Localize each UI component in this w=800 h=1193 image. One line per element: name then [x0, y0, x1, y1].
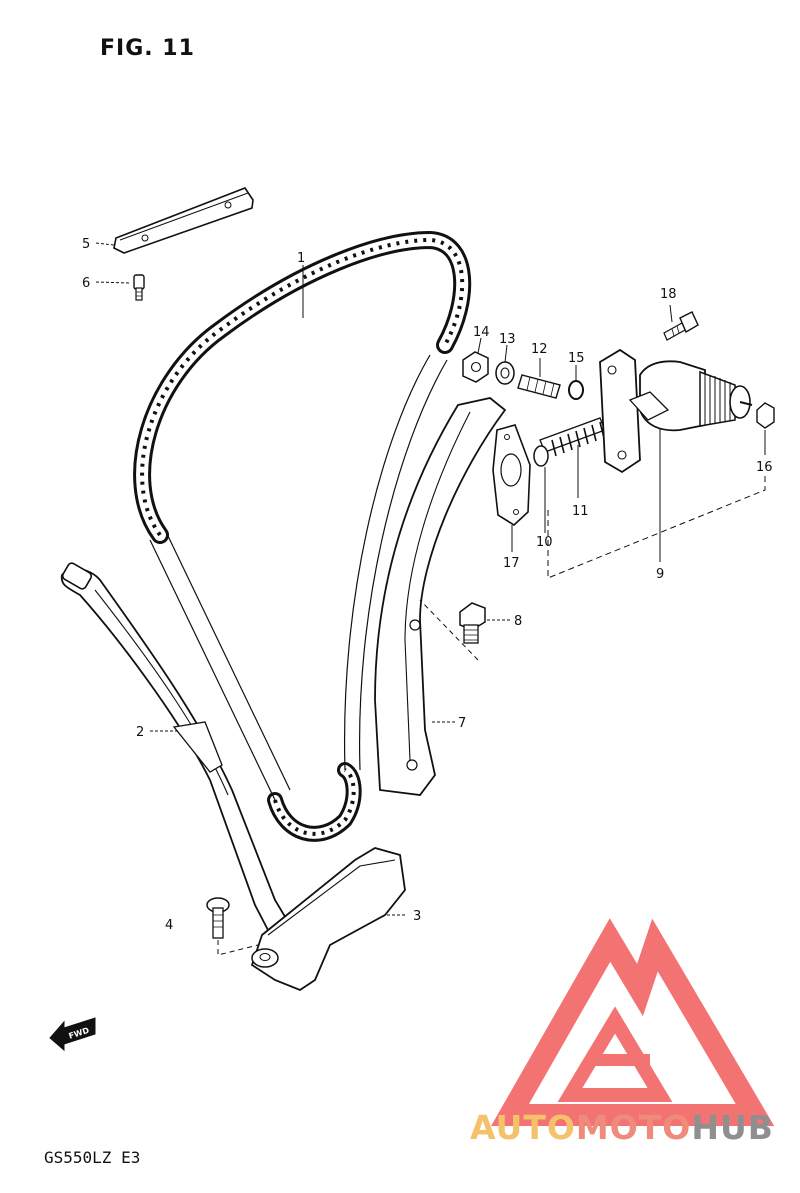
assembly-bracket-line: [547, 475, 766, 579]
figure-title: FIG. 11: [100, 36, 195, 61]
part-label-15: 15: [568, 351, 585, 366]
part-label-17: 17: [503, 556, 520, 571]
wordmark-auto: AUTO: [470, 1108, 576, 1147]
part-label-2: 2: [136, 725, 144, 740]
tensioner-spring: [551, 418, 613, 457]
part-label-6: 6: [82, 276, 90, 291]
forward-direction-arrow: FWD: [49, 1017, 96, 1052]
cam-chain-tensioner: [599, 348, 753, 474]
part-label-8: 8: [514, 614, 522, 629]
wordmark-hub: HUB: [691, 1108, 774, 1147]
leader-lines: [95, 242, 766, 916]
part-label-5: 5: [82, 237, 90, 252]
front-chain-guide: [60, 562, 292, 932]
tensioner-stud: [517, 374, 561, 399]
guide-bolt: [133, 274, 145, 301]
part-label-16: 16: [756, 460, 773, 475]
part-label-11: 11: [572, 504, 589, 519]
automotohub-logo-icon: [491, 918, 775, 1126]
lower-guide-bolt: [206, 897, 259, 956]
tensioner-nut: [462, 351, 489, 383]
part-label-9: 9: [656, 567, 664, 582]
upper-chain-guide: [113, 187, 254, 254]
part-label-18: 18: [660, 287, 677, 302]
part-label-3: 3: [413, 909, 421, 924]
tensioner-guide-bolt: [419, 599, 486, 661]
watermark-wordmark: AUTOMOTOHUB: [470, 1108, 774, 1147]
part-label-12: 12: [531, 342, 548, 357]
part-label-10: 10: [536, 535, 553, 550]
part-label-14: 14: [473, 325, 490, 340]
tensioner-o-ring: [568, 380, 584, 400]
tensioner-mount-bolt: [663, 311, 699, 341]
part-label-13: 13: [499, 332, 516, 347]
lower-chain-guide: [250, 847, 406, 992]
model-code: GS550LZ E3: [44, 1148, 141, 1167]
part-label-4: 4: [165, 918, 173, 933]
tensioner-gasket: [492, 424, 531, 527]
tensioner-washer: [495, 361, 515, 385]
tensioner-chain-guide: [374, 397, 507, 796]
part-label-7: 7: [458, 716, 466, 731]
cam-chain: [133, 230, 472, 842]
part-label-1: 1: [297, 251, 305, 266]
wordmark-moto: MOTO: [575, 1108, 692, 1147]
tensioner-cap-nut: [756, 402, 775, 429]
